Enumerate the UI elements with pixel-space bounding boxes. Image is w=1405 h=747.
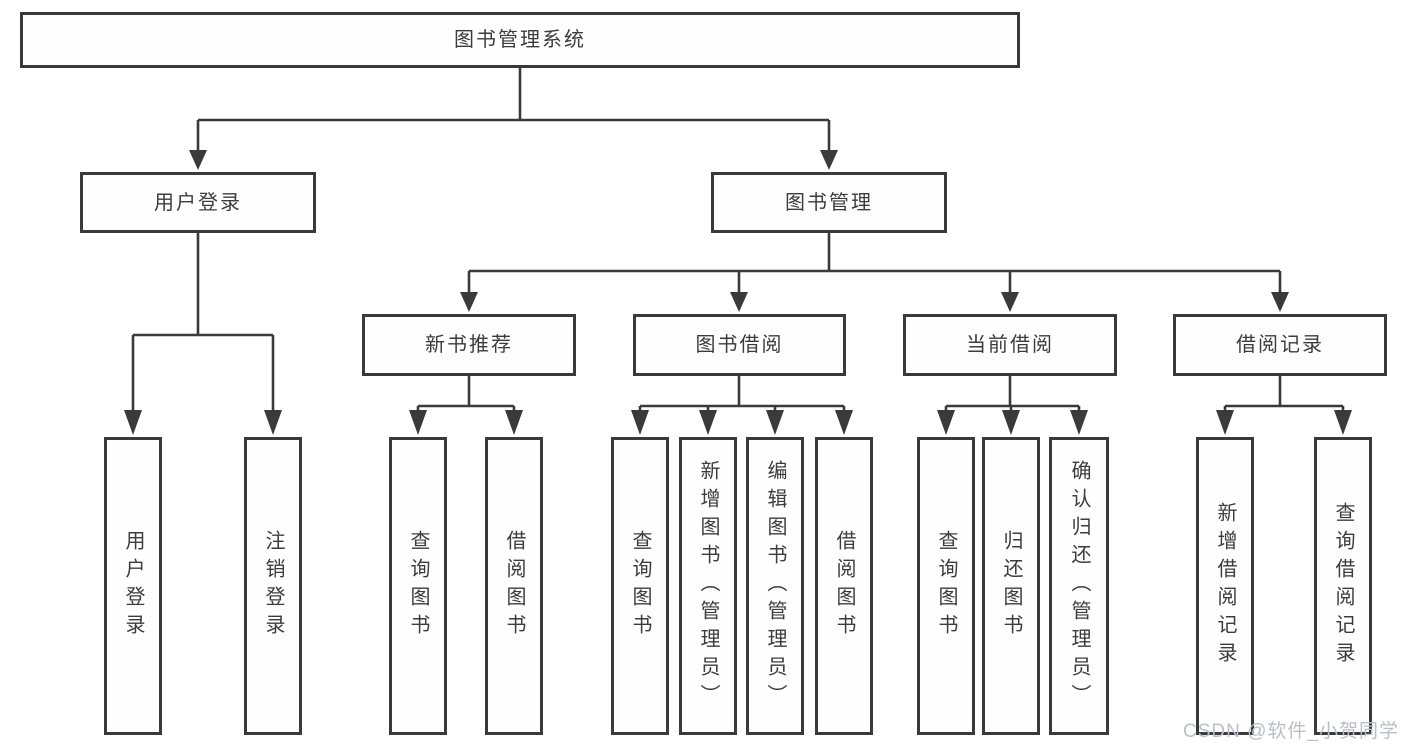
node-current-borrow: 当前借阅 (903, 314, 1117, 376)
node-book-borrow: 图书借阅 (633, 314, 846, 376)
leaf-borrow-books-borrow: 借阅图书 (815, 437, 873, 735)
leaf-confirm-return-admin: 确认归还（管理员） (1049, 437, 1109, 735)
leaf-query-books-current: 查询图书 (917, 437, 975, 735)
leaf-query-books-recommend: 查询图书 (389, 437, 447, 735)
leaf-edit-book-admin: 编辑图书（管理员） (746, 437, 804, 735)
leaf-return-books: 归还图书 (982, 437, 1040, 735)
leaf-add-book-admin: 新增图书（管理员） (679, 437, 737, 735)
leaf-borrow-books-recommend: 借阅图书 (485, 437, 543, 735)
node-new-book-recommend: 新书推荐 (362, 314, 576, 376)
leaf-user-login: 用户登录 (104, 437, 162, 735)
node-borrow-records: 借阅记录 (1173, 314, 1387, 376)
leaf-query-books-borrow: 查询图书 (611, 437, 669, 735)
node-user-login: 用户登录 (80, 172, 316, 233)
node-library-system: 图书管理系统 (20, 12, 1020, 68)
leaf-add-borrow-record: 新增借阅记录 (1196, 437, 1254, 735)
csdn-watermark: CSDN @软件_小贺同学 (1183, 721, 1399, 742)
node-book-management: 图书管理 (711, 172, 947, 233)
leaf-logout-login: 注销登录 (244, 437, 302, 735)
leaf-query-borrow-record: 查询借阅记录 (1314, 437, 1372, 735)
